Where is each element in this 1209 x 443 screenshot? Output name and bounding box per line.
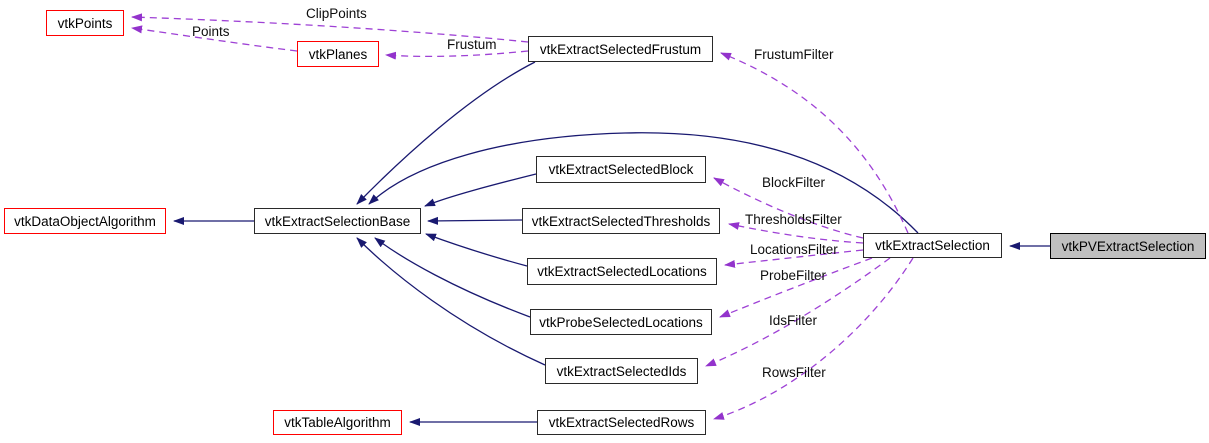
edge-thresholdsfilter: [728, 222, 864, 244]
edge-label-probefilter: ProbeFilter: [760, 268, 827, 283]
edge-frustumfilter: [720, 52, 909, 234]
edge-label-frustum: Frustum: [447, 37, 497, 52]
edge-thresholds-to-base: [427, 216, 523, 225]
edge-locationsfilter: [724, 249, 864, 268]
edge-points: [131, 25, 298, 52]
edge-block-to-base: [424, 173, 537, 207]
edge-blockfilter: [713, 177, 864, 239]
node-vtkextractselectionbase[interactable]: vtkExtractSelectionBase: [254, 208, 421, 234]
node-vtkextractselectedthresholds[interactable]: vtkExtractSelectedThresholds: [522, 208, 720, 234]
edge-label-points: Points: [192, 24, 230, 39]
edge-extractselection-to-base: [368, 132, 919, 234]
edge-idsfilter: [705, 257, 891, 367]
node-vtkpvextractselection: vtkPVExtractSelection: [1050, 233, 1206, 259]
edge-frustum-to-base: [356, 61, 536, 205]
node-vtkplanes[interactable]: vtkPlanes: [297, 41, 379, 67]
edge-label-frustumfilter: FrustumFilter: [754, 47, 834, 62]
edge-clippoints: [131, 13, 529, 43]
edge-label-blockfilter: BlockFilter: [762, 175, 826, 190]
node-vtkextractselectedids[interactable]: vtkExtractSelectedIds: [545, 358, 698, 384]
edge-ids-to-base: [356, 237, 546, 366]
node-vtkextractselectedblock[interactable]: vtkExtractSelectedBlock: [536, 156, 706, 183]
node-vtkpoints[interactable]: vtkPoints: [46, 10, 124, 36]
edge-frustum-uses-planes: [385, 50, 529, 60]
edge-label-thresholdsfilter: ThresholdsFilter: [745, 212, 842, 227]
node-vtkextractselectedrows[interactable]: vtkExtractSelectedRows: [537, 410, 706, 435]
node-vtkdataobjectalgorithm[interactable]: vtkDataObjectAlgorithm: [4, 208, 166, 234]
edge-label-rowsfilter: RowsFilter: [762, 365, 826, 380]
node-vtkprobeselectedlocations[interactable]: vtkProbeSelectedLocations: [530, 309, 712, 335]
node-vtktablealgorithm[interactable]: vtkTableAlgorithm: [273, 410, 402, 435]
edge-locations-to-base: [425, 233, 528, 267]
node-vtkextractselectedfrustum[interactable]: vtkExtractSelectedFrustum: [528, 36, 713, 62]
node-vtkextractselection[interactable]: vtkExtractSelection: [863, 233, 1002, 258]
node-vtkextractselectedlocations[interactable]: vtkExtractSelectedLocations: [527, 258, 717, 285]
edge-probe-to-base: [374, 237, 531, 318]
edge-rowsfilter: [713, 257, 914, 420]
edge-label-locationsfilter: LocationsFilter: [750, 242, 838, 257]
edge-label-clippoints: ClipPoints: [306, 6, 367, 21]
edge-probefilter: [719, 257, 873, 318]
edge-label-idsfilter: IdsFilter: [769, 313, 818, 328]
